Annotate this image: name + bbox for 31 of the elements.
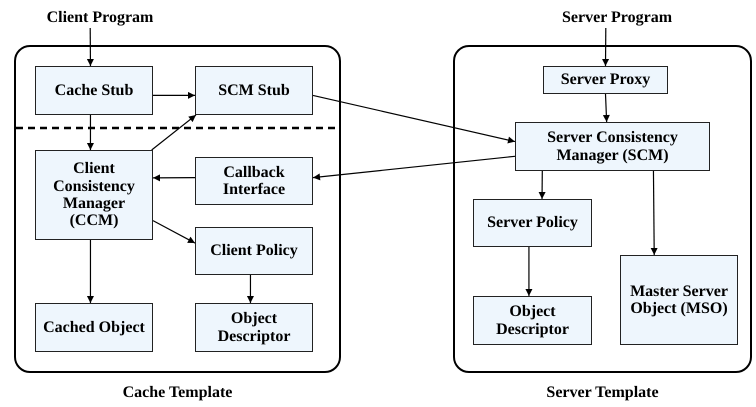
arrow: [312, 94, 516, 144]
arrow: [152, 220, 196, 244]
template-title: Server Template: [546, 384, 659, 402]
component-box: Server Consistency Manager (SCM): [515, 122, 710, 171]
arrow: [538, 171, 546, 199]
arrow: [86, 115, 94, 150]
arrow: [602, 28, 610, 66]
arrow: [86, 240, 94, 303]
component-box: Object Descriptor: [195, 303, 313, 352]
component-box: Callback Interface: [195, 157, 313, 205]
component-box: Master Server Object (MSO): [620, 255, 738, 345]
arrow: [312, 156, 516, 180]
template-title: Cache Template: [122, 384, 232, 402]
component-box: Cached Object: [35, 303, 153, 352]
arrow: [246, 275, 254, 303]
arrow: [153, 92, 195, 99]
component-box: SCM Stub: [195, 66, 313, 115]
arrow: [525, 247, 532, 296]
program-label: Server Program: [547, 8, 687, 28]
arrow: [151, 114, 196, 150]
component-box: Server Policy: [473, 199, 592, 247]
component-box: Client Policy: [195, 227, 313, 275]
program-label: Client Program: [30, 8, 170, 28]
component-box: Cache Stub: [35, 66, 153, 115]
arrow: [86, 28, 94, 66]
arrow: [153, 174, 195, 182]
arrow: [602, 94, 610, 122]
component-box: Server Proxy: [543, 66, 668, 94]
arrow: [650, 171, 658, 255]
component-box: Client Consistency Manager (CCM): [35, 150, 153, 240]
component-box: Object Descriptor: [473, 296, 592, 345]
